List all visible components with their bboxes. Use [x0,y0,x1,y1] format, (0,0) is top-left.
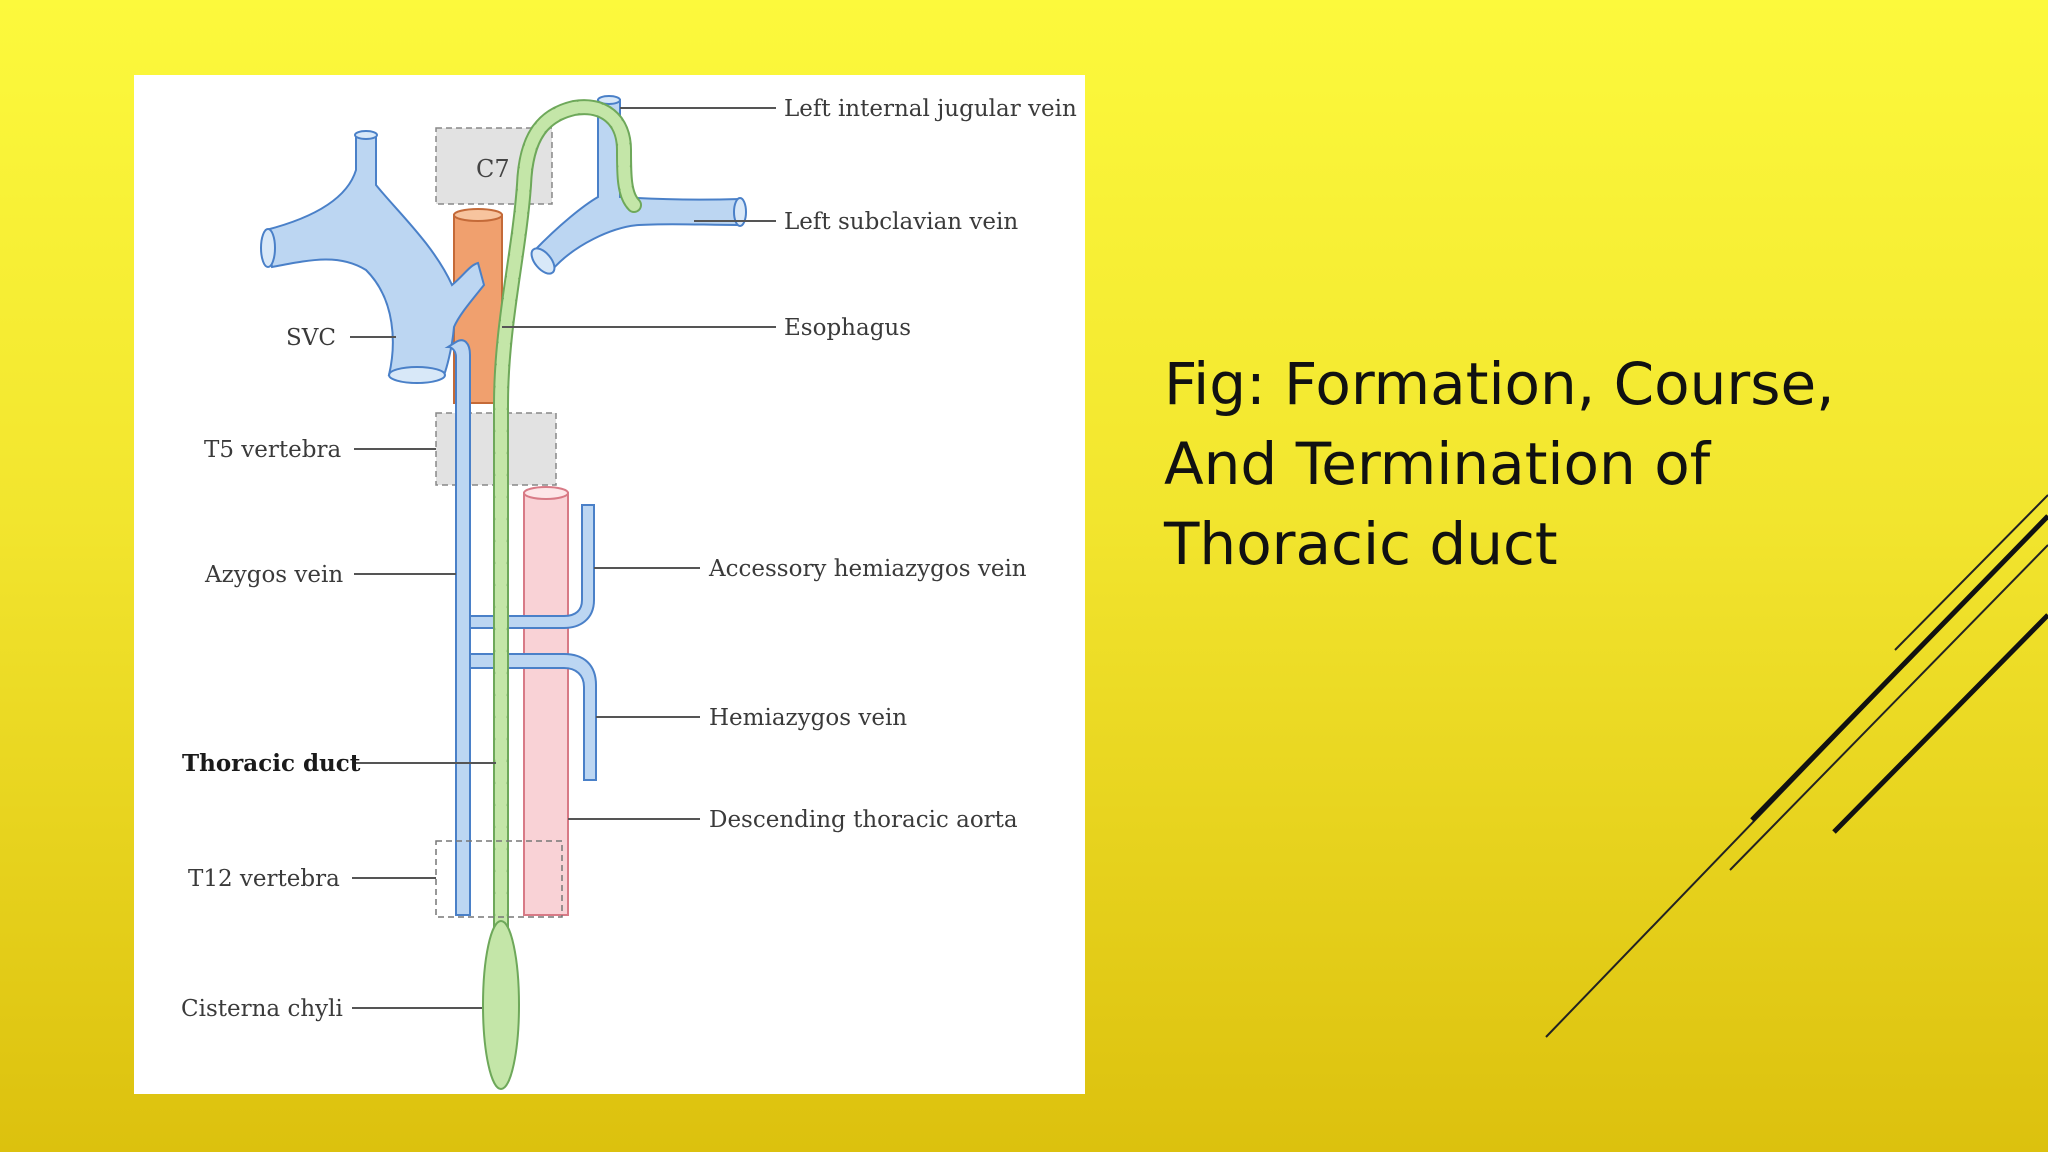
azygos-vein [444,339,471,916]
t5-label: T5 vertebra [204,437,341,463]
svc-top-end [354,130,378,140]
esophagus-label: Esophagus [784,315,911,341]
thoracic-duct-label: Thoracic duct [182,750,361,777]
caption-line-3: Thoracic duct [1164,510,1558,578]
left-ijv-subclavian-vein [532,99,741,272]
cisterna-chyli [482,920,520,1090]
left-ijv-label: Left internal jugular vein [784,96,1077,122]
c7-label: C7 [476,155,510,183]
left-subclavian-label: Left subclavian vein [784,209,1018,235]
figure-panel: C7 [134,75,1085,1094]
esophagus-top [453,208,503,222]
svc-right-brachio-end [260,228,276,268]
accessory-hemiazygos-vein [469,504,595,629]
left-subclavian-end [733,197,747,227]
t12-label: T12 vertebra [188,866,340,892]
deco-line-1 [1545,515,2048,1038]
deco-line-3 [1729,544,2048,871]
deco-line-4 [1832,613,2048,834]
left-brachio-end [530,247,556,275]
svc-bottom-end [388,366,446,384]
descending-aorta [523,492,569,916]
azygos-label: Azygos vein [204,562,343,588]
accessory-hemiazygos-label: Accessory hemiazygos vein [708,556,1027,582]
aorta-top [523,486,569,500]
caption-line-2: And Termination of [1164,430,1711,498]
hemiazygos-vein [469,653,597,781]
thoracic-duct-inner [495,101,640,941]
left-ijv-top [597,95,621,105]
hemiazygos-label: Hemiazygos vein [709,705,907,731]
caption-line-1: Fig: Formation, Course, [1164,350,1835,418]
figure-caption: Fig: Formation, Course, And Termination … [1164,344,1984,584]
cisterna-label: Cisterna chyli [181,996,343,1022]
aorta-label: Descending thoracic aorta [709,807,1018,833]
thoracic-duct-diagram: C7 [181,95,1077,1090]
svc-label: SVC [286,325,336,351]
